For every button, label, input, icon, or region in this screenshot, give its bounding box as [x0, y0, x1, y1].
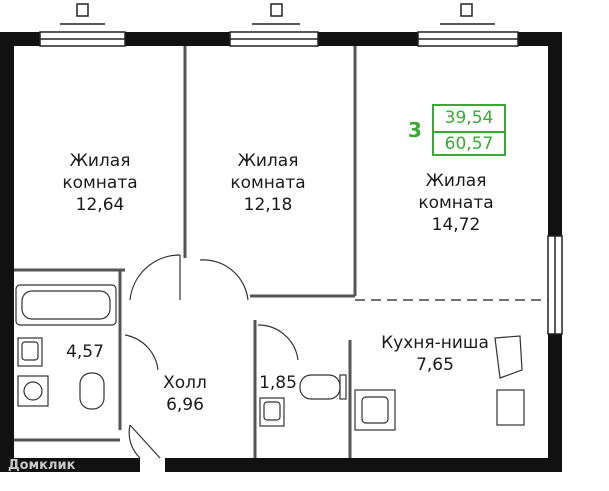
room-kitchen: Кухня-ниша 7,65 — [370, 332, 500, 376]
room-hall-name: Холл — [163, 373, 207, 393]
room-living-3-area: 14,72 — [431, 215, 481, 235]
total-area: 60,57 — [444, 134, 494, 154]
room-kitchen-area: 7,65 — [416, 355, 454, 375]
living-area: 39,54 — [444, 108, 494, 128]
badge-divider — [434, 131, 504, 133]
interior-walls — [14, 46, 357, 458]
room-living-3: Жилая комната 14,72 — [396, 170, 516, 236]
area-badge-box: 39,54 60,57 — [432, 104, 506, 156]
room-wc-area: 1,85 — [259, 373, 297, 393]
room-bathroom-area: 4,57 — [66, 342, 104, 362]
room-kitchen-name: Кухня-ниша — [381, 333, 489, 353]
room-living-2-name: Жилая комната — [230, 151, 306, 193]
room-living-2: Жилая комната 12,18 — [208, 150, 328, 216]
area-badge: 3 39,54 60,57 — [398, 104, 506, 156]
room-hall: Холл 6,96 — [145, 372, 225, 416]
room-living-3-name: Жилая комната — [418, 171, 494, 213]
room-living-1-area: 12,64 — [75, 195, 125, 215]
rooms-count: 3 — [408, 118, 422, 142]
doors — [124, 254, 299, 459]
room-living-2-area: 12,18 — [243, 195, 293, 215]
room-hall-area: 6,96 — [166, 395, 204, 415]
watermark: Домклик — [8, 458, 76, 473]
room-living-1-name: Жилая комната — [62, 151, 138, 193]
room-living-1: Жилая комната 12,64 — [40, 150, 160, 216]
fixtures — [15, 284, 525, 431]
outer-walls — [0, 32, 562, 472]
